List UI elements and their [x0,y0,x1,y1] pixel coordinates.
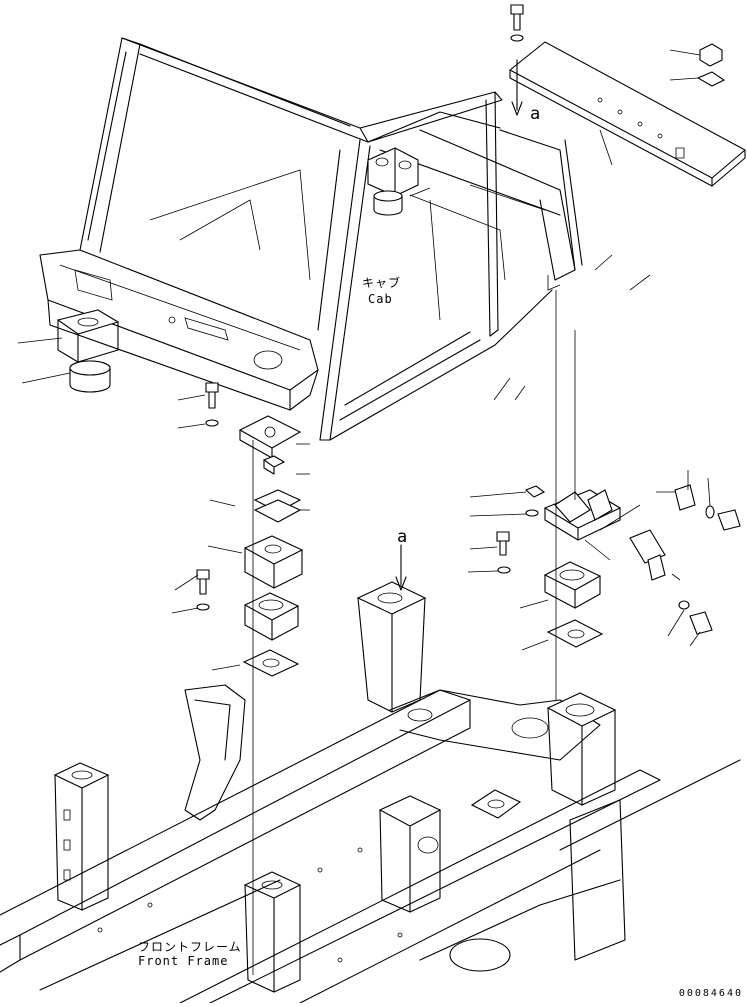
cab-label-jp: キャブ [362,276,402,290]
reference-a-mid: a [397,527,409,547]
left-mount-stack [196,382,304,677]
cab-cross-beam [509,4,746,187]
front-frame-label-en: Front Frame [138,954,229,968]
reference-a-top: a [530,104,542,124]
right-rear-mount [496,484,741,648]
drawing-code: 00084640 [678,988,743,999]
cab-frame [39,37,583,441]
alignment-lines [252,59,576,975]
leader-lines [17,49,711,671]
cab-label-en: Cab [368,292,393,306]
front-frame [0,581,741,1004]
right-upper-cab-mount [367,147,419,216]
front-frame-label-jp: フロントフレーム [138,940,242,954]
left-cab-mount [56,309,120,393]
